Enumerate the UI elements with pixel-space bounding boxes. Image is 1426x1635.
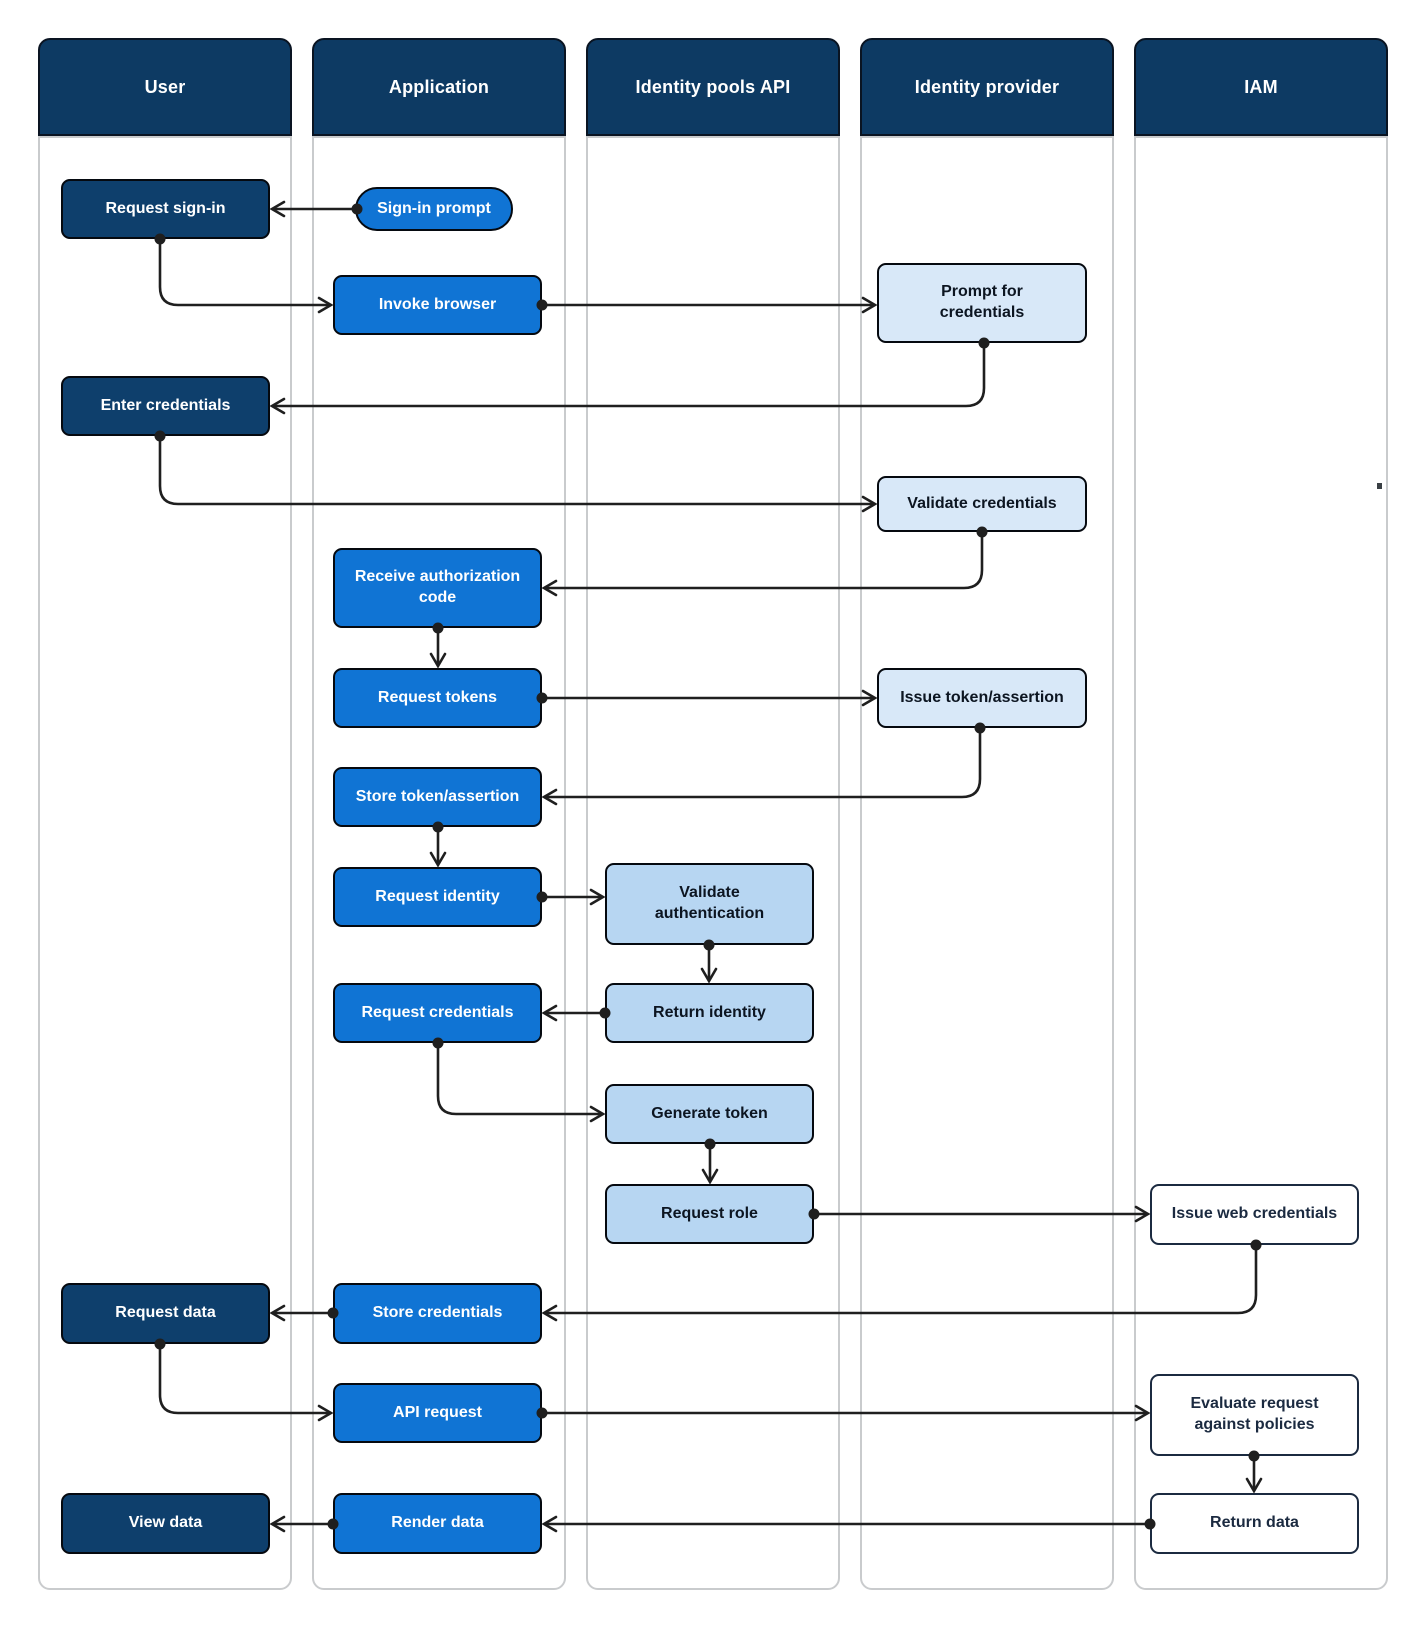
node-render-data: Render data: [333, 1493, 542, 1554]
lane-title: Identity pools API: [635, 76, 791, 97]
lane-header-identity-pools-api: Identity pools API: [586, 38, 840, 136]
lane-title: Application: [388, 76, 490, 97]
node-request-data: Request data: [61, 1283, 270, 1344]
node-sign-in-prompt: Sign-in prompt: [355, 187, 513, 231]
node-prompt-for-credentials: Prompt for credentials: [877, 263, 1087, 343]
node-issue-token-assertion: Issue token/assertion: [877, 668, 1087, 728]
node-issue-web-credentials: Issue web credentials: [1150, 1184, 1359, 1245]
node-store-token-assertion: Store token/assertion: [333, 767, 542, 827]
lane-header-identity-provider: Identity provider: [860, 38, 1114, 136]
lane-iam: IAM: [1134, 38, 1388, 1590]
lane-body-user: [38, 136, 292, 1590]
lane-title: User: [144, 76, 186, 97]
stray-mark: [1377, 483, 1382, 489]
lane-body-application: [312, 136, 566, 1590]
node-view-data: View data: [61, 1493, 270, 1554]
lane-body-identity-provider: [860, 136, 1114, 1590]
node-receive-authorization-code: Receive authorization code: [333, 548, 542, 628]
node-enter-credentials: Enter credentials: [61, 376, 270, 436]
node-validate-credentials: Validate credentials: [877, 476, 1087, 532]
node-validate-authentication: Validate authentication: [605, 863, 814, 945]
node-request-credentials: Request credentials: [333, 983, 542, 1043]
lane-header-iam: IAM: [1134, 38, 1388, 136]
node-return-identity: Return identity: [605, 983, 814, 1043]
node-api-request: API request: [333, 1383, 542, 1443]
node-store-credentials: Store credentials: [333, 1283, 542, 1344]
node-return-data: Return data: [1150, 1493, 1359, 1554]
node-request-role: Request role: [605, 1184, 814, 1244]
lane-user: User: [38, 38, 292, 1590]
lane-header-application: Application: [312, 38, 566, 136]
node-request-tokens: Request tokens: [333, 668, 542, 728]
node-generate-token: Generate token: [605, 1084, 814, 1144]
node-invoke-browser: Invoke browser: [333, 275, 542, 335]
node-request-sign-in: Request sign-in: [61, 179, 270, 239]
node-evaluate-request-against-policies: Evaluate request against policies: [1150, 1374, 1359, 1456]
lane-title: Identity provider: [914, 76, 1060, 97]
node-request-identity: Request identity: [333, 867, 542, 927]
lane-title: IAM: [1244, 76, 1278, 97]
lane-header-user: User: [38, 38, 292, 136]
lane-identity-pools-api: Identity pools API: [586, 38, 840, 1590]
lane-body-iam: [1134, 136, 1388, 1590]
